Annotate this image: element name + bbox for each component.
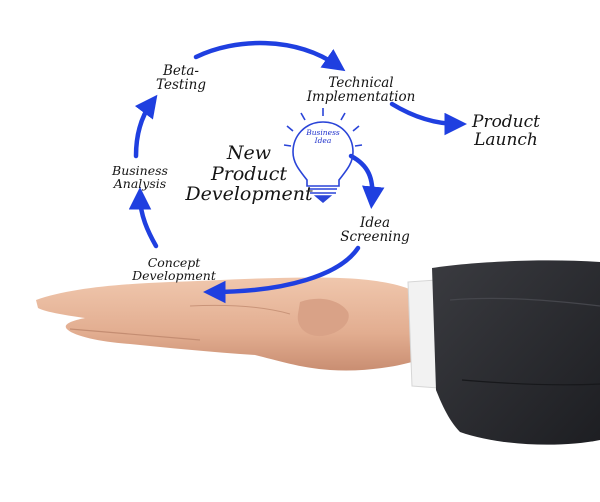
stage-label-line: Launch: [474, 129, 538, 150]
bulb-ray: [352, 125, 360, 132]
sleeve-fold-lower: [461, 379, 600, 386]
stage-label-line: Idea: [359, 215, 390, 231]
bulb-tip: [313, 195, 333, 204]
diagram-title: New Product Development: [174, 143, 324, 205]
arrow-business-to-beta: [133, 94, 158, 159]
stage-label-line: Implementation: [306, 89, 416, 106]
bulb-text-line: Business: [306, 128, 340, 137]
stage-technical-implementation: Technical Implementation: [298, 75, 424, 106]
bulb-ray: [286, 125, 294, 132]
arrow-concept-to-business: [128, 187, 159, 249]
stage-idea-screening: Idea Screening: [327, 215, 423, 246]
bulb-ray: [283, 144, 292, 147]
bulb-text-line: Idea: [314, 135, 332, 145]
arrow-beta-to-technical: [193, 40, 346, 72]
title-line: Development: [185, 183, 313, 206]
arrow-screening-to-concept: [203, 245, 361, 304]
stage-label-line: Development: [132, 268, 216, 284]
stage-product-launch: Product Launch: [462, 112, 550, 150]
stage-beta-testing: Beta- Testing: [150, 63, 212, 94]
arrow-technical-to-launch: [389, 101, 467, 136]
bulb-ray: [354, 144, 363, 147]
bulb-ray: [300, 112, 306, 121]
bulb-ray: [340, 112, 346, 121]
stage-label-line: Beta-: [163, 63, 199, 79]
stage-concept-development: Concept Development: [120, 256, 228, 282]
stage-label-line: Analysis: [113, 176, 167, 192]
stage-label-line: Product: [472, 112, 540, 132]
cycle-arrows: [128, 40, 467, 304]
title-line: New: [226, 142, 272, 164]
stage-label-line: Business: [112, 163, 168, 178]
stage-label-line: Testing: [156, 77, 206, 94]
stage-label-line: Screening: [340, 229, 410, 246]
thumb-hand: [297, 298, 349, 337]
palm-crease: [189, 304, 291, 315]
finger-crease: [69, 328, 201, 341]
jacket-sleeve: [432, 260, 600, 445]
hand-illustration: [36, 260, 600, 445]
lightbulb-icon: [283, 108, 363, 204]
bulb-text: Business Idea: [301, 129, 345, 144]
stage-label-line: Technical: [328, 75, 394, 91]
arrow-bulb-to-screening: [348, 153, 385, 209]
stage-label-line: Concept: [147, 255, 201, 270]
sleeve-fold: [449, 297, 600, 307]
bulb-glass: [292, 121, 354, 187]
stage-business-analysis: Business Analysis: [100, 164, 180, 190]
title-line: Product: [211, 162, 287, 185]
